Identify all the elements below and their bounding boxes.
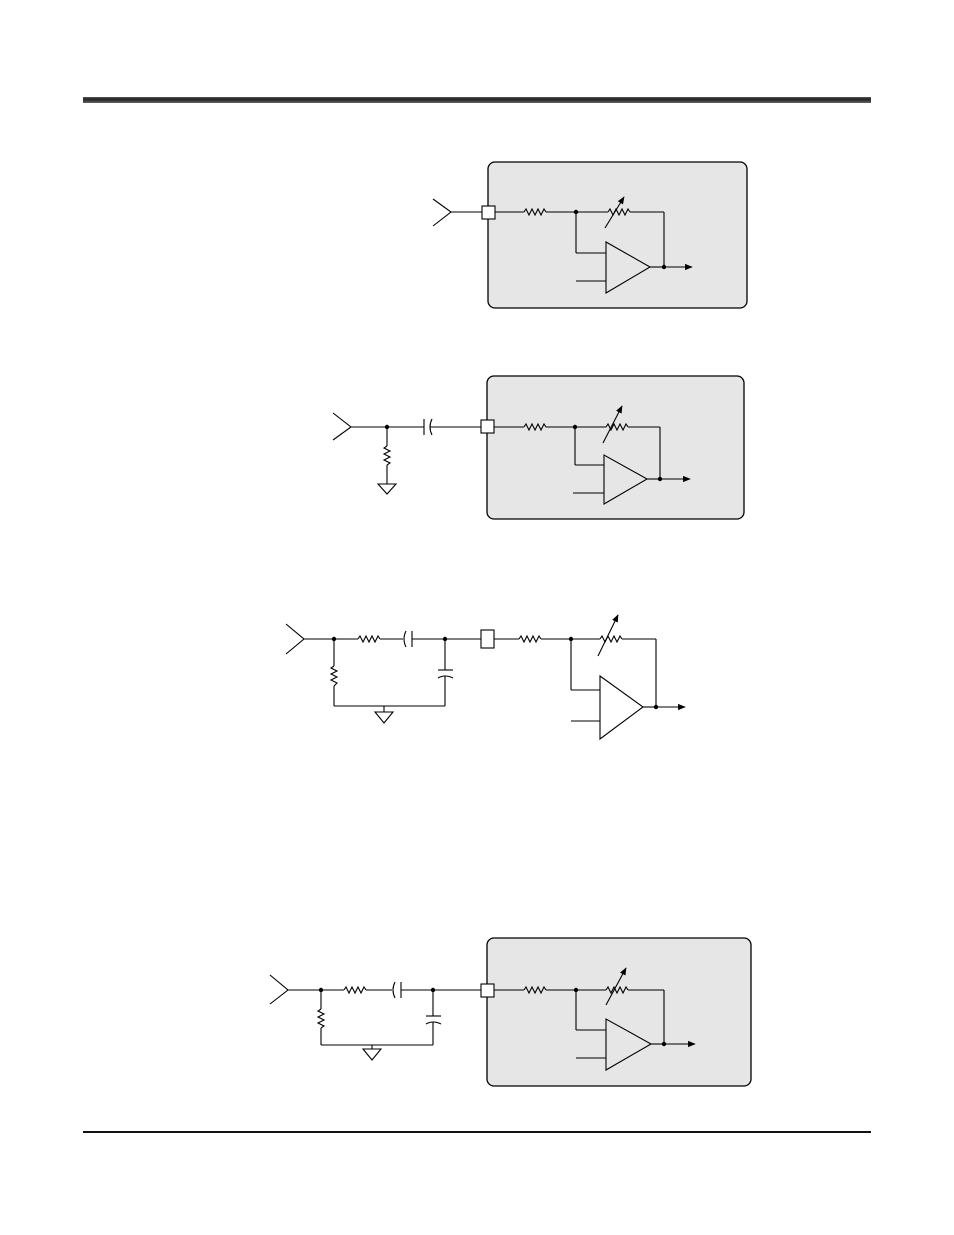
input-connector-icon: [270, 975, 288, 1004]
ic-panel: [487, 938, 751, 1086]
input-pin: [481, 630, 494, 648]
circuit-3: [286, 615, 685, 739]
input-connector-icon: [433, 199, 451, 226]
ground-icon: [363, 1049, 381, 1060]
feedback-resistor-icon: [600, 636, 622, 642]
input-pin: [481, 984, 494, 997]
shunt-resistor-icon: [384, 446, 390, 465]
capacitor-icon: [404, 631, 406, 647]
circuit-2: [333, 376, 744, 519]
input-connector-icon: [286, 624, 304, 654]
variable-arrow-icon: [598, 615, 618, 656]
shunt-resistor-icon: [318, 1009, 324, 1028]
series-resistor-icon: [344, 987, 366, 993]
circuit-4: [270, 938, 751, 1086]
shunt-resistor-icon: [331, 666, 337, 686]
capacitor-icon: [393, 982, 395, 998]
op-amp-icon: [600, 676, 643, 739]
ground-icon: [378, 484, 396, 494]
footer-rule: [83, 1131, 871, 1133]
series-resistor-icon: [358, 636, 380, 642]
ground-icon: [375, 712, 393, 723]
input-connector-icon: [333, 413, 351, 440]
input-pin: [481, 420, 494, 433]
circuit-1: [433, 162, 747, 308]
input-resistor-icon: [519, 636, 541, 642]
input-pin: [482, 206, 495, 219]
